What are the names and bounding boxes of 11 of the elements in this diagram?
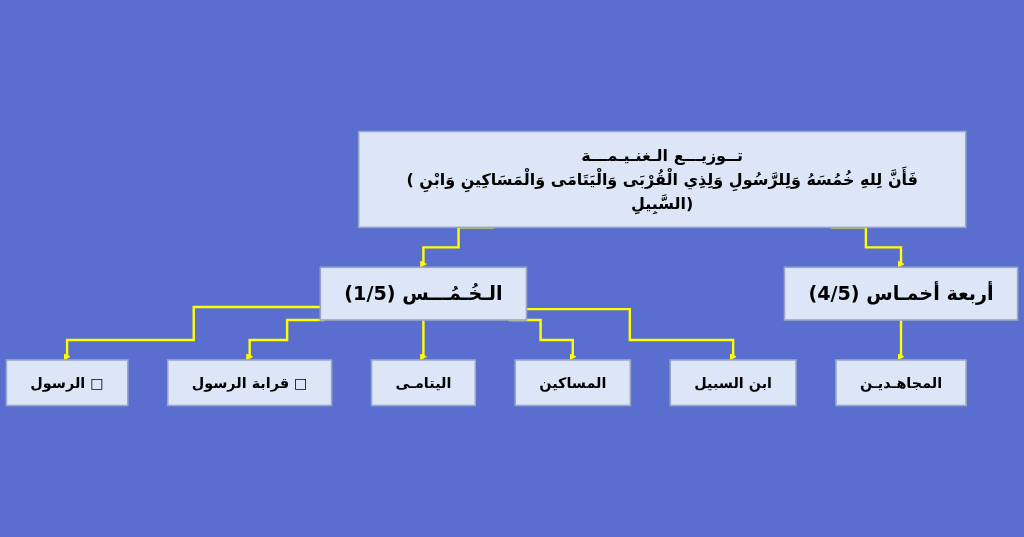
node-box: اليتامـى [370, 359, 477, 407]
node-box: الـخُـمُـــس (1/5) [319, 266, 528, 321]
node-box: أربعة أخمـاس (4/5) [783, 266, 1019, 321]
node-box: المساكين [514, 359, 632, 407]
arrow [63, 305, 321, 361]
node-box: الرسول □ [5, 359, 129, 407]
node-box: ابن السبيل [669, 359, 797, 407]
node-box: تــوزيـــع الـغنـيـمـــة (فَأَنَّ لِلهِ خُمُسَهُ وَلِلرَّسُولِ وَلِذِي الْقُرْبَى وَالْيَتَامَى وَالْمَسَاكِينِ وَابْنِ السَّبِيلِ) [357, 130, 967, 229]
arrow [526, 307, 737, 361]
node-box: قرابة الرسول □ [166, 359, 333, 407]
node-box: المجاهـديـن [835, 359, 967, 407]
